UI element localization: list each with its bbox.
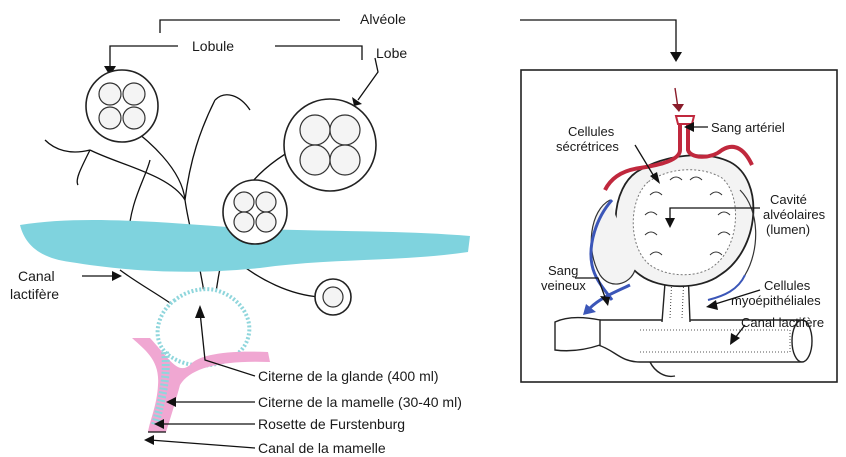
cavite-label-2: alvéolaires — [763, 207, 826, 222]
cellules-myo-label-1: Cellules — [764, 278, 811, 293]
cellules-secretrices-label-1: Cellules — [568, 124, 615, 139]
sang-veineux-label-1: Sang — [548, 263, 578, 278]
sang-arteriel-label: Sang artériel — [711, 120, 785, 135]
cellules-myo-label-2: myoépithéliales — [731, 293, 821, 308]
lobule-label: Lobule — [192, 38, 234, 54]
canal-lactifere-inset-label: Canal lactifère — [741, 315, 824, 330]
lobe-label: Lobe — [376, 45, 407, 61]
canal-lactifere-label-2: lactifère — [10, 286, 59, 302]
alveole-label: Alvéole — [360, 11, 406, 27]
lobe-cluster — [284, 99, 376, 191]
citerne-glande-label: Citerne de la glande (400 ml) — [258, 368, 439, 384]
alveolus-cluster-3 — [315, 279, 351, 315]
canal-lactifere-label-1: Canal — [18, 268, 55, 284]
rosette-label: Rosette de Furstenburg — [258, 416, 405, 432]
alveolus-cluster-1 — [86, 70, 158, 142]
cellules-secretrices-label-2: sécrétrices — [556, 139, 619, 154]
cavite-label-3: (lumen) — [766, 222, 810, 237]
citerne-mamelle-label: Citerne de la mamelle (30-40 ml) — [258, 394, 462, 410]
canal-mamelle-label: Canal de la mamelle — [258, 440, 386, 456]
sang-veineux-label-2: veineux — [541, 278, 586, 293]
cavite-label-1: Cavité — [770, 192, 807, 207]
alveolus-cluster-2 — [223, 180, 287, 244]
